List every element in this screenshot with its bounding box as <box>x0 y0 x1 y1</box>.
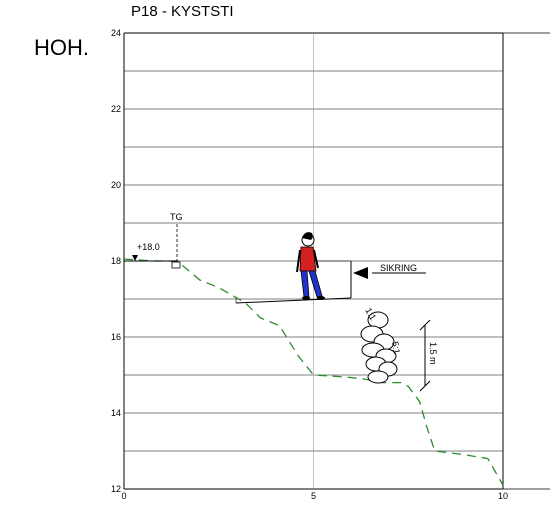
drawing-title: P18 - KYSTSTI <box>131 3 234 20</box>
sikring-callout: SIKRING <box>353 263 426 279</box>
height-dimension: 1.5 m <box>419 319 438 392</box>
y-tick-label: 24 <box>111 28 121 38</box>
rock-protection <box>360 311 398 384</box>
y-tick-label: 20 <box>111 180 121 190</box>
elevation-label: +18.0 <box>137 242 160 252</box>
x-tick-label: 5 <box>311 491 316 501</box>
x-tick-label: 10 <box>498 491 508 501</box>
terrain-profile-line <box>123 258 504 486</box>
path-platform <box>235 260 352 304</box>
sikring-label: SIKRING <box>380 263 417 273</box>
y-axis-label: HOH. <box>34 35 89 60</box>
tick-labels: 12 14 16 18 20 22 24 0 5 10 <box>111 28 508 501</box>
height-label: 1.5 m <box>428 342 438 365</box>
y-tick-label: 12 <box>111 484 121 494</box>
person-figure <box>296 232 325 300</box>
y-tick-label: 14 <box>111 408 121 418</box>
slope-label-2: 5:1 <box>390 341 402 355</box>
x-tick-label: 0 <box>121 491 126 501</box>
y-tick-label: 18 <box>111 256 121 266</box>
y-tick-label: 16 <box>111 332 121 342</box>
y-tick-label: 22 <box>111 104 121 114</box>
elevation-marker: +18.0 <box>124 242 178 262</box>
tg-marker: TG <box>170 212 183 269</box>
tg-label: TG <box>170 212 183 222</box>
